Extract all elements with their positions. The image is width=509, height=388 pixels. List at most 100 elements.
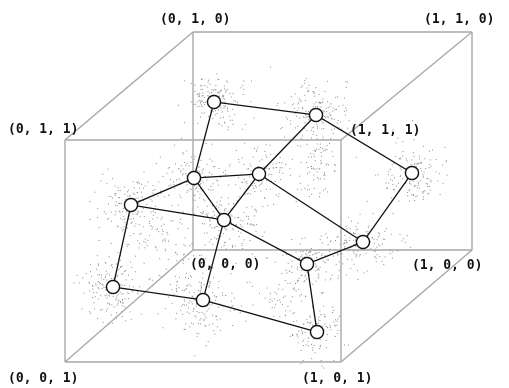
scatter-dot xyxy=(319,102,320,104)
scatter-dot xyxy=(200,288,202,290)
scatter-dot xyxy=(158,231,159,233)
scatter-dot xyxy=(315,280,317,282)
scatter-dot xyxy=(357,270,358,272)
scatter-dot xyxy=(315,252,317,254)
scatter-dot xyxy=(217,235,219,237)
scatter-dot xyxy=(146,203,148,205)
scatter-dot xyxy=(211,173,213,175)
scatter-dot xyxy=(81,308,83,310)
scatter-dot xyxy=(132,286,134,288)
scatter-dot xyxy=(238,177,239,179)
scatter-dot xyxy=(176,312,178,314)
scatter-dot xyxy=(209,158,211,160)
scatter-dot xyxy=(107,168,109,170)
scatter-dot xyxy=(76,274,78,276)
scatter-dot xyxy=(414,163,416,165)
scatter-dot xyxy=(169,167,170,169)
scatter-dot xyxy=(348,248,350,250)
scatter-dot xyxy=(97,287,99,289)
scatter-dot xyxy=(108,256,110,258)
scatter-dot xyxy=(416,186,418,188)
network-node xyxy=(186,170,202,186)
scatter-dot xyxy=(123,226,125,228)
scatter-dot xyxy=(199,92,201,94)
scatter-dot xyxy=(222,94,224,96)
scatter-dot xyxy=(203,318,205,320)
scatter-dot xyxy=(411,159,413,161)
scatter-dot xyxy=(420,161,422,163)
scatter-dot xyxy=(310,129,312,131)
scatter-dot xyxy=(188,165,190,167)
scatter-dot xyxy=(111,197,113,199)
scatter-dot xyxy=(115,297,117,299)
scatter-dot xyxy=(285,254,287,255)
network-node xyxy=(299,256,315,272)
scatter-dot xyxy=(285,116,287,118)
scatter-dot xyxy=(327,237,328,239)
scatter-dot xyxy=(269,188,271,190)
scatter-dot xyxy=(216,113,218,115)
scatter-dot xyxy=(115,211,117,213)
scatter-dot xyxy=(191,295,193,297)
scatter-dot xyxy=(186,191,188,193)
scatter-dot xyxy=(119,301,121,303)
scatter-dot xyxy=(302,107,303,109)
scatter-dot xyxy=(420,167,422,169)
scatter-dot xyxy=(323,128,325,130)
scatter-dot xyxy=(290,300,292,302)
cube-edge xyxy=(64,31,194,141)
scatter-dot xyxy=(167,233,169,235)
scatter-dot xyxy=(345,86,347,88)
scatter-dot xyxy=(253,182,255,184)
scatter-dot xyxy=(106,279,108,281)
scatter-dot xyxy=(110,211,112,213)
scatter-dot xyxy=(311,358,313,359)
scatter-dot xyxy=(395,185,397,187)
scatter-dot xyxy=(230,273,232,275)
scatter-dot xyxy=(269,168,270,170)
scatter-dot xyxy=(244,193,246,195)
scatter-dot xyxy=(133,187,135,189)
scatter-dot xyxy=(184,328,186,330)
scatter-dot xyxy=(206,232,208,234)
scatter-dot xyxy=(350,267,352,269)
network-link xyxy=(202,299,318,333)
scatter-dot xyxy=(143,262,145,264)
scatter-dot xyxy=(302,250,304,252)
scatter-dot xyxy=(176,254,178,256)
scatter-dot xyxy=(105,275,106,277)
scatter-dot xyxy=(94,296,96,298)
scatter-dot xyxy=(321,162,322,163)
scatter-dot xyxy=(313,345,315,346)
scatter-dot xyxy=(298,330,300,332)
scatter-dot xyxy=(161,233,163,235)
scatter-dot xyxy=(243,80,245,82)
scatter-dot xyxy=(229,238,231,240)
scatter-dot xyxy=(177,204,179,206)
scatter-dot xyxy=(144,238,146,240)
scatter-dot xyxy=(200,116,201,118)
scatter-dot xyxy=(128,218,130,220)
scatter-dot xyxy=(188,291,190,293)
scatter-dot xyxy=(183,299,185,301)
scatter-dot xyxy=(223,105,225,107)
scatter-dot xyxy=(179,276,180,278)
scatter-dot xyxy=(429,150,430,152)
scatter-dot xyxy=(316,177,318,178)
scatter-dot xyxy=(213,214,215,216)
scatter-dot xyxy=(243,178,245,180)
scatter-dot xyxy=(302,360,304,361)
scatter-dot xyxy=(204,223,205,225)
scatter-dot xyxy=(160,192,162,194)
scatter-dot xyxy=(424,158,426,160)
scatter-dot xyxy=(321,128,323,130)
scatter-dot xyxy=(122,293,124,295)
scatter-dot xyxy=(232,325,234,326)
scatter-dot xyxy=(125,270,127,272)
scatter-dot xyxy=(295,283,296,284)
scatter-dot xyxy=(187,307,189,309)
scatter-dot xyxy=(244,181,246,183)
scatter-dot xyxy=(93,291,95,293)
scatter-dot xyxy=(446,174,448,176)
scatter-dot xyxy=(193,255,194,257)
